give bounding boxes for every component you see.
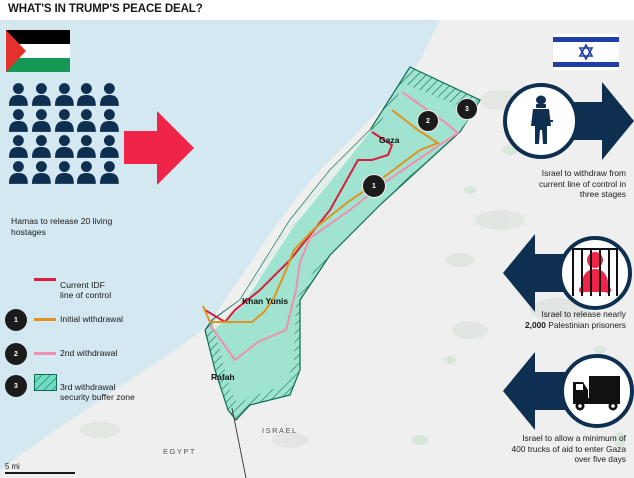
withdraw-soldier-graphic [503,82,634,160]
hostages-caption: Hamas to release 20 living hostages [11,216,113,237]
scale-label: 5 mi [5,462,20,471]
left-arrow-icon [503,234,573,312]
legend-badge-3: 3 [5,375,27,397]
person-icon [54,135,74,158]
hostages-grid [8,82,120,186]
person-icon [31,109,51,132]
legend-label-third: 3rd withdrawal security buffer zone [60,382,135,402]
palestine-flag-icon [6,30,70,72]
soldier-icon [531,95,553,144]
person-icon [31,83,51,106]
person-icon [77,135,97,158]
person-icon [8,83,28,106]
person-icon [8,161,28,184]
person-icon [77,109,97,132]
legend-swatch-hatched-icon [34,374,57,391]
truck-icon [573,376,620,411]
place-label-gaza: Gaza [379,135,400,145]
country-label-egypt: EGYPT [163,447,196,456]
legend-badge-1: 1 [5,309,27,331]
person-icon [54,161,74,184]
trucks-caption: Israel to allow a minimum of 400 trucks … [511,433,626,464]
israel-flag-icon [553,34,619,70]
person-icon [8,135,28,158]
person-icon [77,83,97,106]
person-icon [100,161,119,184]
person-icon [31,161,51,184]
scale-bar [5,472,75,474]
aid-trucks-graphic [503,352,634,430]
person-icon [100,109,119,132]
left-arrow-icon [503,352,573,430]
map-base [0,20,634,478]
prisoner-icon [572,248,618,296]
person-icon [8,109,28,132]
page-title: WHAT'S IN TRUMP'S PEACE DEAL? [0,0,634,20]
right-arrow-red-icon [124,111,194,185]
legend-swatch-red-line [34,278,56,281]
person-icon [77,161,97,184]
map-area: Hamas to release 20 living hostages Curr… [0,20,634,478]
country-label-israel: ISRAEL [262,426,298,435]
person-icon [54,109,74,132]
legend-swatch-orange-line [34,318,56,321]
person-icon [100,83,119,106]
legend-badge-2: 2 [5,343,27,365]
map-badge-1: 1 [362,174,386,198]
legend-label-initial: Initial withdrawal [60,314,124,324]
person-icon [100,135,119,158]
legend-swatch-pink-line [34,352,56,355]
place-label-rafah: Rafah [211,372,235,382]
map-badge-2: 2 [417,110,439,132]
person-icon [54,83,74,106]
legend-label-current-idf: Current IDF line of control [60,280,112,300]
right-arrow-icon [572,82,634,160]
place-label-khan-yunis: Khan Yunis [242,296,289,306]
person-icon [31,135,51,158]
legend-label-second: 2nd withdrawal [60,348,118,358]
prisoners-caption: Israel to release nearly 2,000 Palestini… [524,309,626,330]
map-badge-3: 3 [456,98,478,120]
legend: Current IDF line of control 1 Initial wi… [0,275,200,425]
release-prisoners-graphic [503,234,632,312]
withdraw-caption: Israel to withdraw from current line of … [538,168,626,199]
